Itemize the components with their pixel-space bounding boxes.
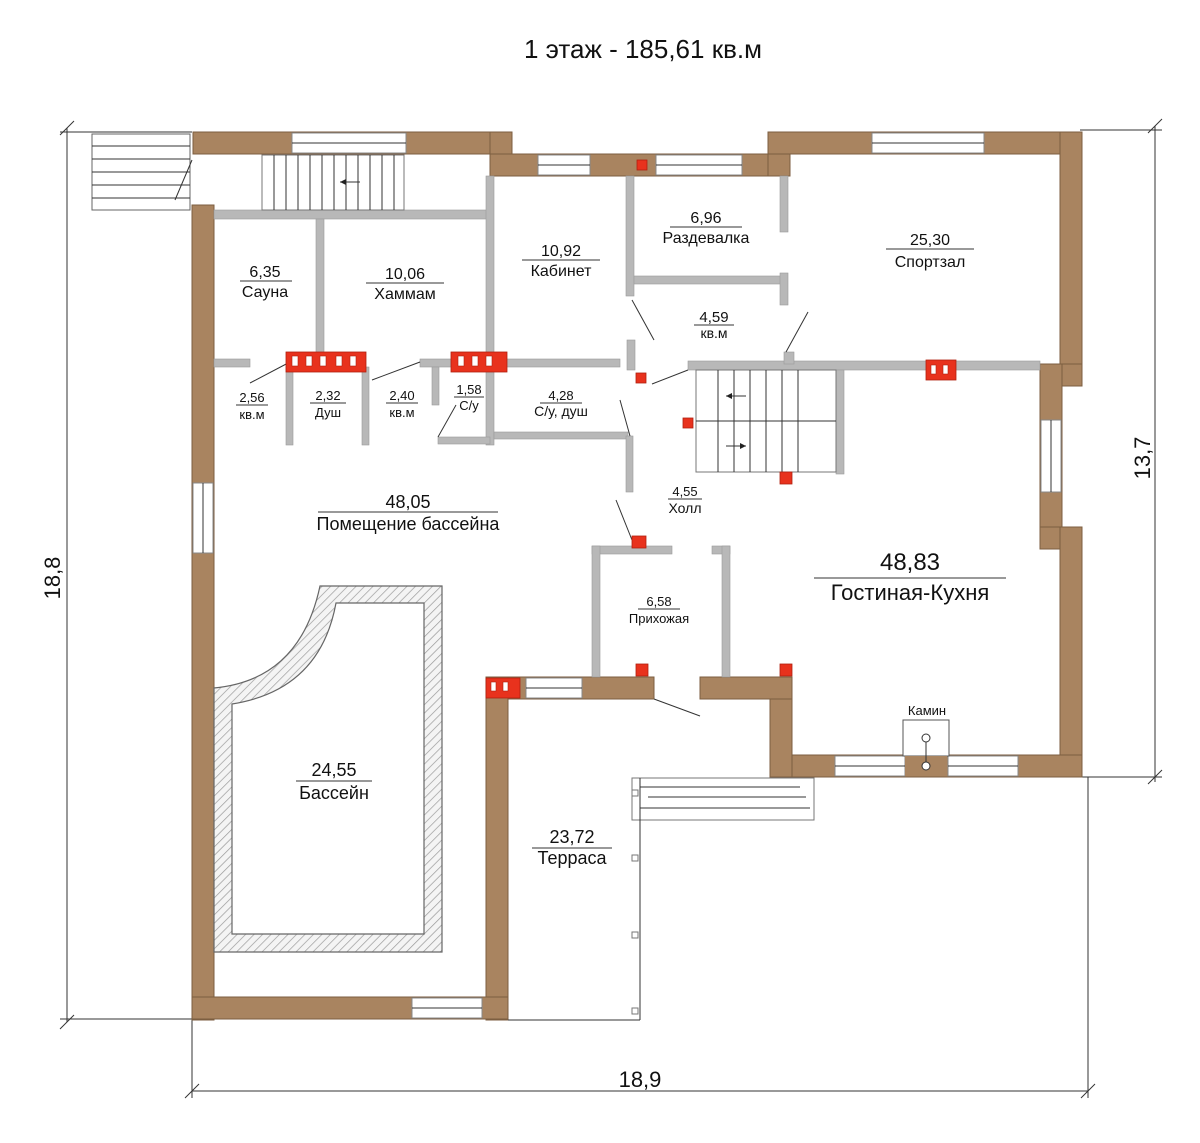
entry-area: 6,58 [646,594,671,609]
hall-name: Холл [669,500,702,516]
corridor-name: кв.м [700,325,727,341]
gym-area: 25,30 [910,232,950,249]
terrace-name: Терраса [537,848,607,868]
room-labels: 6,35 Сауна 10,06 Хаммам 10,92 Кабинет 6,… [236,210,1006,868]
sauna-name: Сауна [242,284,288,301]
living-name: Гостиная-Кухня [831,580,990,605]
pool-name: Бассейн [299,783,369,803]
wc-name: С/у [459,398,479,413]
bath-area: 4,28 [548,388,573,403]
plan-title: 1 этаж - 185,61 кв.м [524,34,762,64]
living-area: 48,83 [880,549,940,576]
exterior-stairs [91,133,193,211]
ventilation-ducts [285,159,957,699]
fireplace [902,719,950,776]
vestibule1-name: кв.м [239,407,264,422]
hammam-name: Хаммам [374,286,435,303]
cabinet-area: 10,92 [541,243,581,260]
dimension-right: 13,7 [1130,437,1155,480]
vestibule2-name: кв.м [389,405,414,420]
vestibule1-area: 2,56 [239,390,264,405]
pool-area: 24,55 [311,760,356,780]
dimension-left: 18,8 [40,557,65,600]
corridor-area: 4,59 [699,309,728,326]
dressing-area: 6,96 [690,210,721,227]
dimension-lines [59,118,1163,1099]
interior-walls [213,175,1041,678]
terrace-area: 23,72 [549,827,594,847]
swimming-pool [213,585,443,953]
shower-area: 2,32 [315,388,340,403]
sauna-area: 6,35 [249,264,280,281]
exterior-walls [191,131,1083,1021]
hammam-area: 10,06 [385,266,425,283]
terrace-steps [508,777,815,1021]
gym-name: Спортзал [895,254,966,271]
bath-name: С/у, душ [534,403,588,419]
dimension-bottom: 18,9 [619,1067,662,1092]
entry-name: Прихожая [629,611,689,626]
poolroom-area: 48,05 [385,492,430,512]
interior-stairs-center [695,369,837,473]
interior-stairs-top [261,154,405,211]
hall-area: 4,55 [672,484,697,499]
poolroom-name: Помещение бассейна [317,514,501,534]
fireplace-label: Камин [908,703,946,718]
shower-name: Душ [315,405,341,420]
cabinet-name: Кабинет [531,263,593,280]
dressing-name: Раздевалка [663,230,750,247]
wc-area: 1,58 [456,382,481,397]
vestibule2-area: 2,40 [389,388,414,403]
door-swings [249,299,809,717]
